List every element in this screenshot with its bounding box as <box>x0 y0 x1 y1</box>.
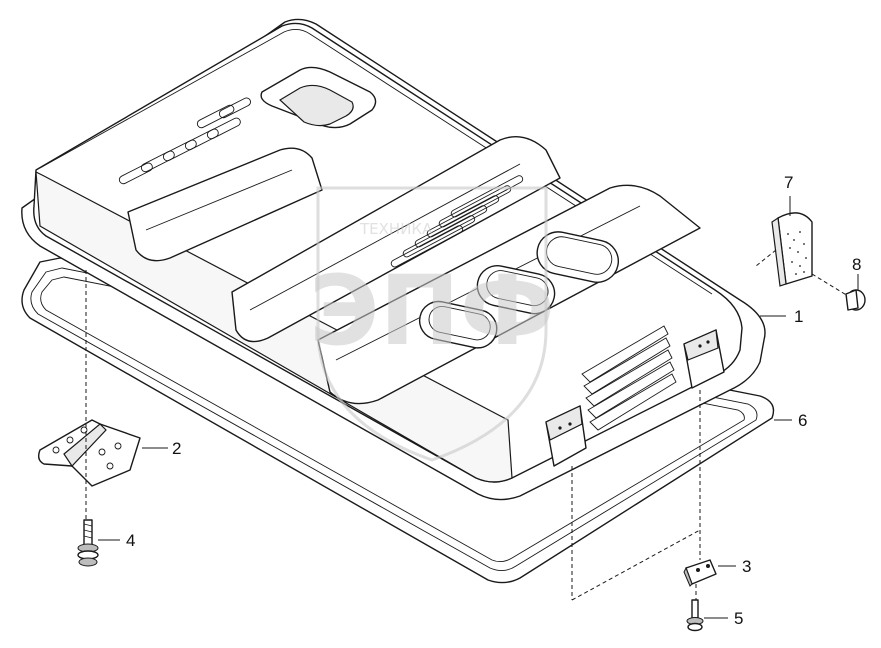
cover-part-1 <box>21 18 766 501</box>
callout-5: 5 <box>734 609 743 628</box>
vent-slots-middle <box>390 175 524 268</box>
front-louvres <box>581 325 677 431</box>
callouts: 1 2 3 4 5 6 7 8 <box>126 173 861 628</box>
callout-8: 8 <box>852 255 861 274</box>
leader-lines <box>85 196 859 619</box>
bolt-part-4 <box>77 519 99 567</box>
watermark-logo: ТЕХНИКА ЭПФ <box>309 186 555 462</box>
watermark-letters: ЭПФ <box>309 255 555 367</box>
nut-block-part-3 <box>683 559 717 587</box>
callout-1: 1 <box>794 307 803 326</box>
callout-7: 7 <box>784 173 793 192</box>
hinge-part-2 <box>37 419 141 487</box>
oval-openings <box>418 231 620 349</box>
plug-part-8 <box>845 289 866 311</box>
screw-part-5 <box>686 599 704 632</box>
callout-2: 2 <box>172 439 181 458</box>
callout-4: 4 <box>126 531 135 550</box>
callout-3: 3 <box>742 557 751 576</box>
latch-boss-right <box>683 329 725 389</box>
callout-6: 6 <box>798 411 807 430</box>
vent-slots-left <box>118 97 251 185</box>
bracket-part-7 <box>771 212 813 287</box>
latch-boss-left <box>545 405 587 467</box>
watermark-tagline: ТЕХНИКА <box>359 220 433 238</box>
